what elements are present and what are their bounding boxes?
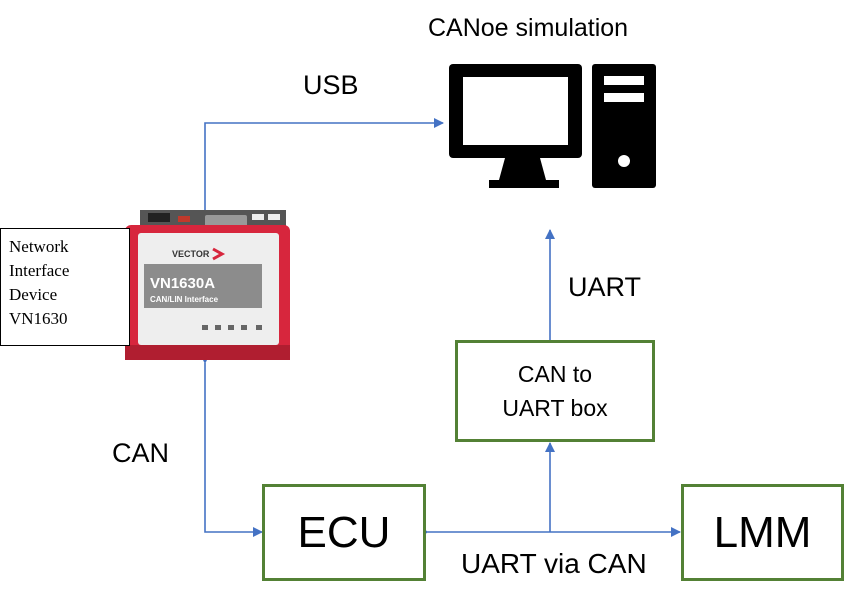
uart-via-can-label: UART via CAN	[461, 548, 647, 579]
device-subtitle-text: CAN/LIN Interface	[150, 295, 219, 304]
lmm-box: LMM	[681, 484, 844, 581]
pc-tower-icon	[592, 64, 656, 188]
can-label: CAN	[112, 438, 170, 468]
canoe-simulation-title: CANoe simulation	[428, 14, 629, 42]
ecu-label: ECU	[297, 507, 391, 557]
device-brand-text: VECTOR	[172, 249, 210, 259]
uart-label: UART	[568, 272, 642, 302]
usb-connector	[200, 118, 444, 221]
computer-monitor-icon	[449, 64, 582, 188]
nid-line: Interface	[9, 261, 70, 280]
lmm-label: LMM	[713, 507, 812, 557]
nid-line: VN1630	[9, 309, 68, 328]
device-model-text: VN1630A	[150, 275, 215, 292]
converter-line: UART box	[502, 395, 608, 421]
network-interface-device-label: Network Interface Device VN1630	[0, 228, 130, 346]
nid-line: Network	[9, 237, 69, 256]
converter-line: CAN to	[517, 361, 593, 387]
ecu-box: ECU	[262, 484, 426, 581]
vector-chevron-icon	[212, 247, 226, 261]
can-to-uart-box: CAN to UART box	[455, 340, 655, 442]
nid-line: Device	[9, 285, 58, 304]
can-connector	[200, 354, 263, 537]
usb-label: USB	[303, 70, 359, 100]
